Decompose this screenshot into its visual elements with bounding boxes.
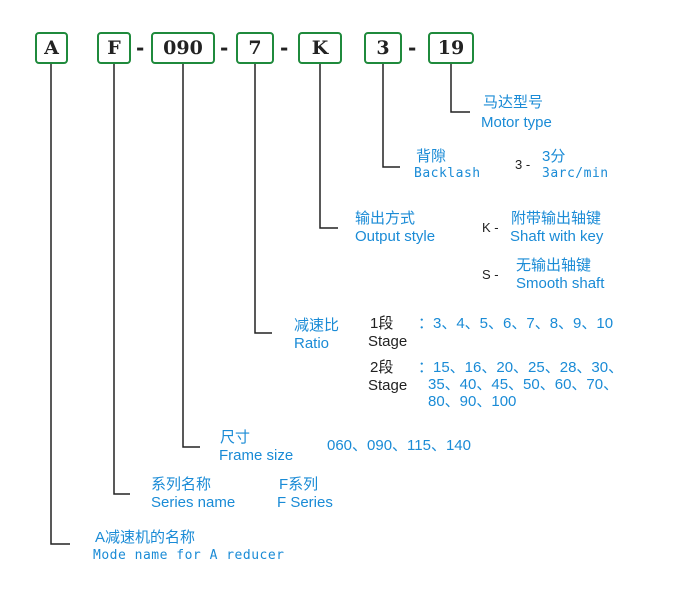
series-value-en: F Series <box>277 494 333 511</box>
output-option-en: Shaft with key <box>510 228 604 245</box>
ratio-stage1-cn: 1段 <box>370 315 394 332</box>
code-box-f: F <box>97 32 131 64</box>
series-name-cn: 系列名称 <box>151 476 212 493</box>
ratio-stage2-values-line: ：15、16、20、25、28、30、 <box>418 359 624 376</box>
separator-dash: - <box>408 36 417 60</box>
output-option-code: S - <box>482 267 499 282</box>
connector-frame <box>182 64 200 448</box>
motor-type-cn: 马达型号 <box>483 94 544 111</box>
connector-output <box>319 64 338 229</box>
output-option-cn: 附带输出轴键 <box>511 210 602 227</box>
series-name-en: Series name <box>151 494 236 511</box>
mode-name-cn: A减速机的名称 <box>95 529 196 546</box>
separator-dash: - <box>280 36 289 60</box>
output-option-cn: 无输出轴键 <box>516 257 592 274</box>
backlash-cn: 背隙 <box>416 148 447 165</box>
backlash-en: Backlash <box>414 166 481 181</box>
backlash-option-code: 3 - <box>515 157 531 172</box>
ratio-cn: 减速比 <box>294 317 340 334</box>
code-box-7: 7 <box>236 32 274 64</box>
ratio-en: Ratio <box>294 335 330 352</box>
connector-backlash <box>382 64 400 168</box>
ratio-stage2-values-line: 35、40、45、50、60、70、 <box>428 376 619 393</box>
frame-size-en: Frame size <box>219 447 294 464</box>
output-style-en: Output style <box>355 228 436 245</box>
ratio-stage2-en: Stage <box>368 377 408 394</box>
connector-mode <box>50 64 70 545</box>
code-box-a: A <box>35 32 68 64</box>
frame-size-cn: 尺寸 <box>220 429 251 446</box>
code-box-090: 090 <box>151 32 215 64</box>
ratio-stage2-cn: 2段 <box>370 359 394 376</box>
backlash-option-cn: 3分 <box>542 148 566 165</box>
output-option-en: Smooth shaft <box>516 275 605 292</box>
code-box-k: K <box>298 32 342 64</box>
connector-ratio <box>254 64 272 334</box>
output-style-cn: 输出方式 <box>355 210 416 227</box>
mode-name-en: Mode name for A reducer <box>93 548 285 563</box>
ratio-stage1-en: Stage <box>368 333 408 350</box>
separator-dash: - <box>220 36 229 60</box>
code-box-19: 19 <box>428 32 474 64</box>
frame-size-values: 060、090、115、140 <box>327 437 471 454</box>
backlash-option-en: 3arc/min <box>542 166 609 181</box>
motor-type-en: Motor type <box>481 114 552 131</box>
connector-series <box>113 64 130 495</box>
ratio-stage1-values: ：3、4、5、6、7、8、9、10 <box>418 315 614 332</box>
separator-dash: - <box>136 36 145 60</box>
code-box-3: 3 <box>364 32 402 64</box>
ratio-stage2-values-line: 80、90、100 <box>428 393 517 410</box>
series-value-cn: F系列 <box>279 476 319 493</box>
connector-motor <box>450 64 470 113</box>
output-option-code: K - <box>482 220 499 235</box>
